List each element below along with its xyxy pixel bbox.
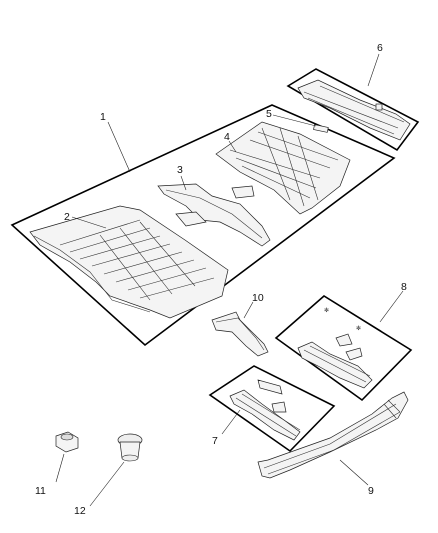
sill-reinforcement-left-part [229,379,301,441]
callout-labels: 1 2 3 4 5 6 7 8 9 10 11 12 [35,42,407,517]
callout-2: 2 [64,211,70,223]
callout-7: 7 [212,435,218,447]
callout-9: 9 [368,485,374,497]
callout-5: 5 [266,108,272,120]
grommet-plug-part [117,433,143,462]
panel-8-outline [274,295,413,402]
floor-bracket-part [211,311,269,357]
hex-nut-part [55,431,79,453]
sill-reinforcement-panel-left [208,365,336,453]
svg-text:✻: ✻ [356,325,361,332]
callout-3: 3 [177,164,183,176]
callout-8: 8 [401,281,407,293]
svg-text:✻: ✻ [324,307,329,314]
callout-12: 12 [74,505,86,517]
front-floor-pan-part [29,205,229,319]
rear-floor-pan-part [215,121,351,215]
panel-7-outline [208,365,336,453]
callout-1: 1 [100,111,106,123]
callout-11: 11 [35,485,46,497]
small-bracket-part [313,124,329,133]
rear-cross-panel-part [297,79,411,141]
crossmember-part [157,183,271,247]
rocker-sill-part [257,391,409,479]
callout-10: 10 [252,292,264,304]
sill-reinforcement-panel-right: ✻ ✻ [274,295,413,402]
floor-pan-assembly-panel [10,104,396,347]
rear-panel-group [286,68,420,152]
leader-lines [55,53,404,507]
sill-reinforcement-part: ✻ ✻ [297,307,373,389]
callout-6: 6 [377,42,383,54]
callout-4: 4 [224,131,230,143]
